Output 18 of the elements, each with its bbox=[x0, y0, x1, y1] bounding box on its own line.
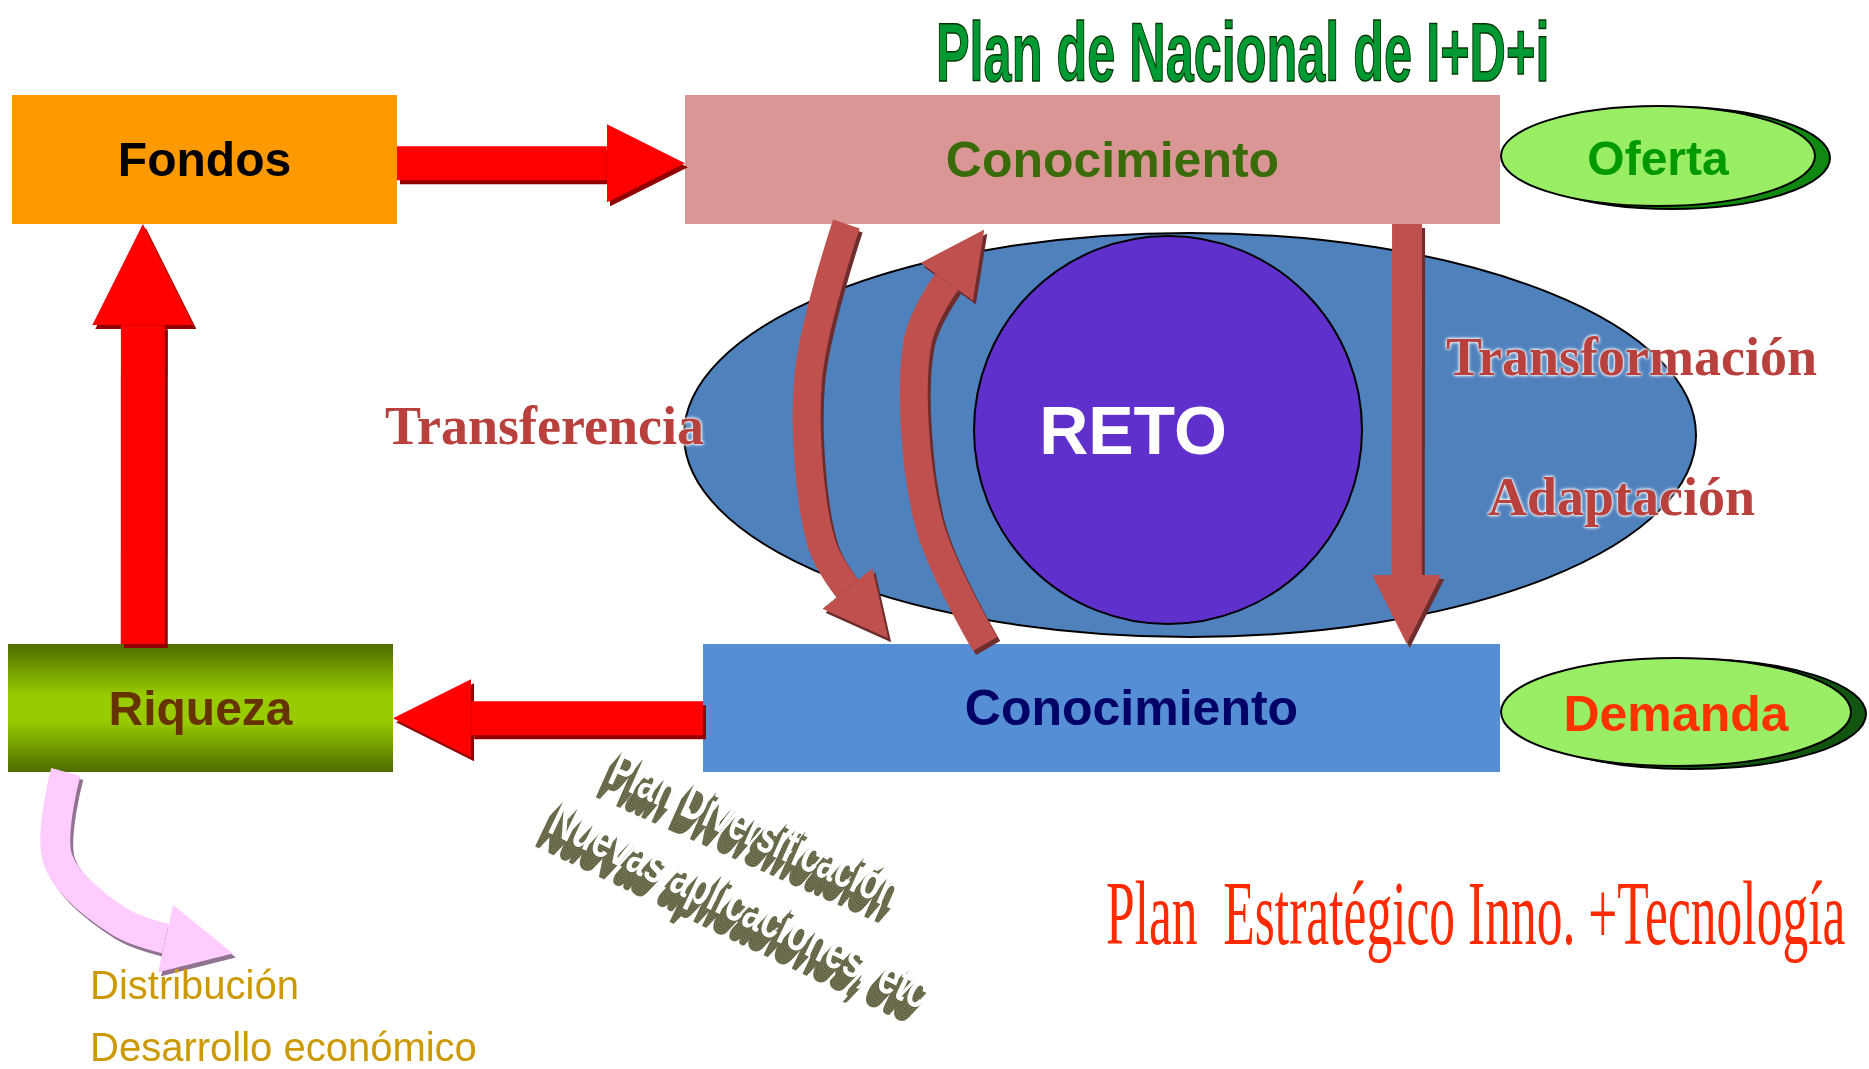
node-label: Fondos bbox=[117, 132, 292, 187]
node-label: Oferta bbox=[1587, 130, 1729, 186]
oval-badge bbox=[1500, 103, 1830, 213]
band-box bbox=[685, 95, 1500, 224]
heading-text: Plan Estratégico Inno. +Tecnología bbox=[1106, 861, 1846, 966]
process-box bbox=[8, 644, 393, 772]
node-label: Demanda bbox=[1563, 685, 1789, 743]
oval-badge bbox=[1500, 655, 1866, 773]
node-label: Riqueza bbox=[108, 680, 293, 736]
node-label: Conocimiento bbox=[945, 130, 1280, 189]
node-label: Distribución bbox=[90, 961, 299, 1009]
node-label: RETO bbox=[1039, 391, 1227, 469]
node-label: Desarrollo económico bbox=[90, 1023, 477, 1069]
title: Plan de Nacional de I+D+i bbox=[936, 4, 1550, 101]
node-label: Conocimiento bbox=[964, 679, 1299, 737]
band-box bbox=[703, 644, 1500, 772]
process-box bbox=[12, 95, 397, 224]
circle-shape bbox=[973, 235, 1363, 625]
